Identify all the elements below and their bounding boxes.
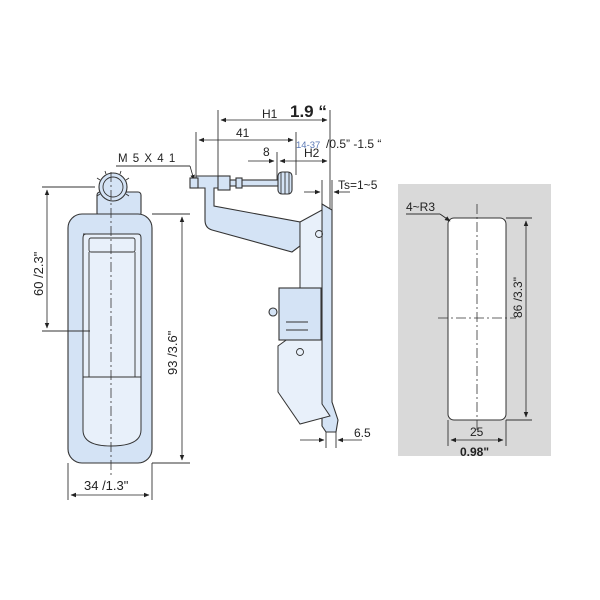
cutout-width-inch-label: 0.98"	[460, 445, 489, 459]
dim-41-label: 41	[236, 126, 250, 140]
h2-inch-value: /0.5” -1.5 “	[326, 137, 381, 151]
dim-6-5-label: 6.5	[354, 426, 371, 440]
h2-small-value: 14-37	[296, 140, 320, 151]
front-height-93-label: 93 /3.6"	[165, 330, 180, 375]
cutout-width-25-label: 25	[470, 425, 484, 439]
cutout-height-86-label: 86 /3.3"	[511, 277, 525, 318]
latch-block	[278, 287, 322, 341]
side-view: M 5 X 4 1 H1 1.9 “ 41 14-37 /0.5” -1.5 “…	[116, 102, 381, 448]
thread-label: M 5 X 4 1	[118, 153, 176, 165]
dim-8-label: 8	[263, 145, 270, 159]
knob-icon	[96, 170, 142, 217]
h2-label: H2	[304, 146, 320, 160]
cutout-view: 4~R3 86 /3.3" 25 0.98"	[398, 184, 551, 459]
latch-handle-front	[82, 233, 142, 447]
front-width-34-label: 34 /1.3"	[84, 478, 129, 493]
radius-label: 4~R3	[406, 200, 435, 214]
adjust-knob-icon	[277, 171, 293, 195]
h1-value: 1.9 “	[290, 102, 327, 121]
front-height-60-label: 60 /2.3"	[31, 251, 46, 296]
front-view: 60 /2.3" 93 /3.6" 34 /1.3"	[31, 170, 190, 500]
h1-label: H1	[262, 107, 278, 121]
lever-arm	[195, 175, 301, 253]
mounting-plate	[321, 203, 339, 433]
ts-label: Ts=1~5	[338, 178, 378, 192]
